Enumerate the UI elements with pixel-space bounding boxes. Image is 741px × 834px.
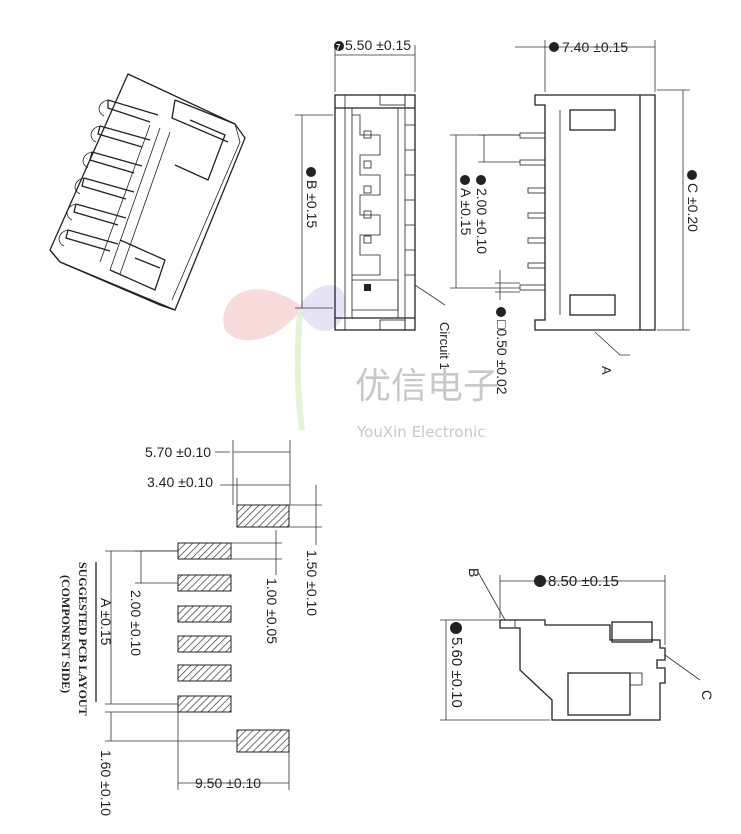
front-view [334, 94, 416, 331]
watermark-en: YouXin Electronic [356, 423, 486, 441]
pcb-dim-bottom: 1.60 ±0.10 [98, 750, 114, 816]
circuit-1-label: Circuit 1 [437, 322, 452, 370]
side-pitch-text: 2.00 ±0.10 [474, 188, 490, 254]
pcb-dim-pad-small: 1.00 ±0.05 [264, 578, 280, 644]
front-height-dimension: B ±0.15 [295, 114, 333, 309]
pcb-dim-pitch: 2.00 ±0.10 [128, 590, 144, 656]
pcb-pads [177, 504, 290, 753]
bottom-label-b: B [466, 568, 482, 577]
side-pin-text: □0.50 ±0.02 [494, 320, 510, 395]
pcb-dim-span: A ±0.15 [98, 598, 114, 646]
side-pins [519, 132, 546, 291]
bottom-width-dimension: 8.50 ±0.15 [499, 573, 666, 645]
front-width-dimension: 7 5.50 ±0.15 [334, 37, 416, 92]
front-height-text: B ±0.15 [304, 180, 320, 228]
iso-pins [58, 99, 159, 252]
pcb-layout: 5.70 ±0.10 3.40 ±0.10 1.50 ±0.10 1.00 ±0… [59, 440, 322, 816]
isometric-view [49, 73, 246, 311]
pcb-title-line1: SUGGESTED PCB LAYOUT [76, 562, 90, 716]
side-pitch-dimension: 2.00 ±0.10 [474, 134, 520, 254]
bottom-height-dimension: 5.60 ±0.10 [440, 619, 550, 721]
side-pin-dimension: □0.50 ±0.02 [494, 270, 520, 395]
watermark-cn: 优信电子 [355, 366, 499, 407]
side-width-text: 7.40 ±0.15 [562, 39, 628, 55]
side-span-dimension: A ±0.15 [450, 134, 520, 289]
watermark-logo [223, 284, 346, 431]
side-height-dimension: C ±0.20 [657, 89, 701, 331]
side-height-text: C ±0.20 [685, 183, 701, 232]
pcb-dim-inner-width: 3.40 ±0.10 [147, 474, 213, 490]
bottom-label-c: C [699, 690, 715, 700]
pcb-title-line2: (COMPONENT SIDE) [59, 575, 73, 693]
dim-num: 7 [336, 43, 341, 52]
pcb-dim-overall: 9.50 ±0.10 [195, 775, 261, 791]
front-pins [363, 130, 372, 291]
side-width-dimension: 7.40 ±0.15 [515, 39, 656, 92]
side-span-text: A ±0.15 [458, 188, 474, 236]
pcb-dim-total-width: 5.70 ±0.10 [145, 444, 211, 460]
bottom-width-text: 8.50 ±0.15 [548, 573, 619, 590]
bottom-height-text: 5.60 ±0.10 [448, 637, 465, 708]
front-width-text: 5.50 ±0.15 [345, 37, 411, 53]
side-view [519, 94, 656, 331]
side-label-a: A [599, 366, 614, 375]
bottom-view [499, 619, 666, 721]
pcb-dim-pad-height: 1.50 ±0.10 [304, 550, 320, 616]
